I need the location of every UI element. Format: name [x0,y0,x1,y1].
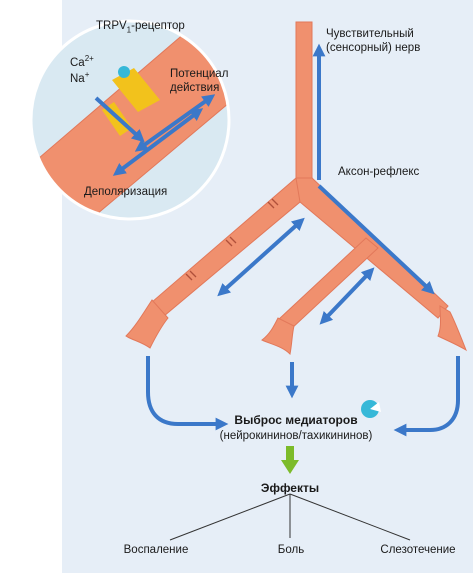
mediator-icon [361,400,381,418]
mediator-release-title: Выброс медиаторов [234,413,358,427]
sodium-label: Na+ [70,70,90,85]
action-potential-label: Потенциал [170,68,229,80]
effect-pain: Боль [277,544,305,556]
mediator-release-subtitle: (нейрокининов/тахикининов) [219,430,373,442]
sensory-nerve-label: Чувствительный [326,28,414,40]
nerve-ending-right [437,305,468,352]
arrow-left-branch-up [217,217,305,297]
action-potential-label-2: действия [170,82,220,94]
green-arrow [281,446,299,474]
effects-title: Эффекты [260,481,320,495]
nerve-ending-middle [261,317,295,356]
impulse-arrows [146,43,460,437]
effect-inflammation: Воспаление [123,544,189,556]
effect-lacrimation: Слезотечение [380,544,456,556]
receptor-label: TRPV1-рецептор [96,20,185,35]
nerve-ending-left [125,299,169,349]
effects-lines [169,493,411,541]
depolarization-arrow [112,108,204,176]
nerve-trunk [295,21,313,179]
capsaicin-icon [118,66,130,78]
sensory-nerve-label-2: (сенсорный) нерв [326,42,421,54]
depolarization-label: Деполяризация [84,186,168,198]
axon-reflex-label: Аксон-рефлекс [338,166,420,178]
arrow-left-to-release [146,356,229,431]
arrow-axon-reflex-down [317,184,435,295]
arrow-right-to-release [393,356,460,437]
calcium-label: Ca2+ [70,54,94,69]
arrow-middle-branch-down [319,267,375,325]
